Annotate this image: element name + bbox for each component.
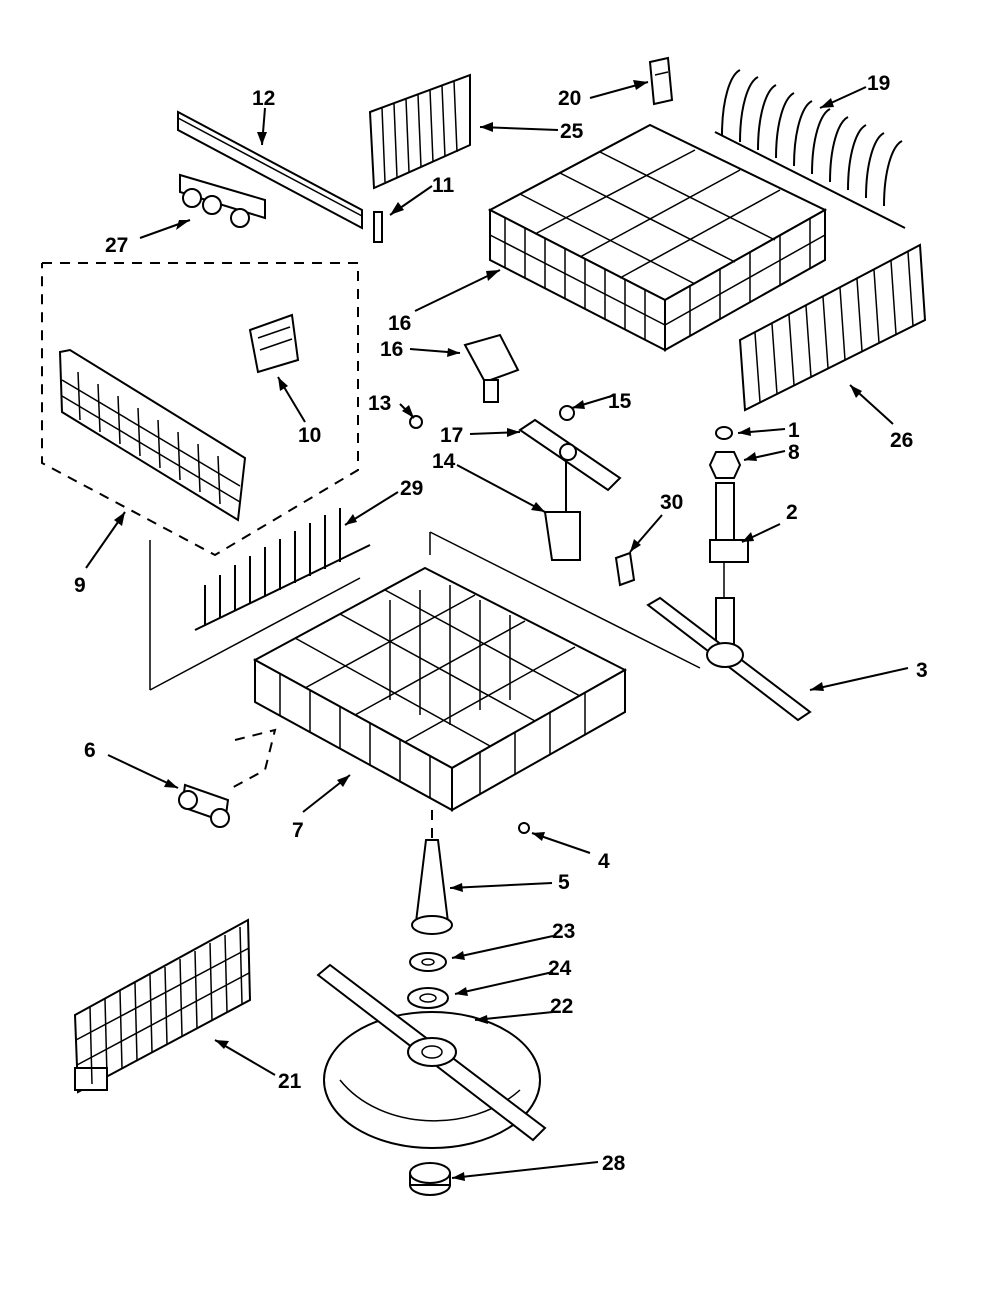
part-11-pin [373,211,383,243]
part-23-washer [409,952,447,972]
callout-13: 13 [368,392,391,415]
part-21-cutlery-basket [73,918,252,1094]
callout-29: 29 [400,477,423,500]
part-6-roller [178,728,277,828]
callout-28: 28 [602,1152,626,1175]
part-13-screw [409,415,423,429]
callout-14: 14 [432,450,456,473]
callout-20: 20 [558,87,581,110]
callout-12: 12 [252,87,275,110]
part-8-nut [708,451,742,479]
part-12-rack-bar [177,110,363,230]
callout-7: 7 [292,819,304,842]
callout-23: 23 [552,920,575,943]
callout-9: 9 [74,574,86,597]
part-29-tine-row [194,508,371,631]
part-1-washer [715,426,733,440]
callout-22: 22 [550,995,573,1018]
part-16-bracket [463,333,520,403]
part-27-roller-bracket [179,173,266,228]
part-19-tine-row [714,69,906,229]
part-2-feed-tube [709,482,749,563]
part-10-basket-lid [248,313,300,374]
part-5-lower-feed-tube [411,810,453,935]
callout-8: 8 [788,441,800,464]
callout-21: 21 [278,1070,302,1093]
callout-10: 10 [298,424,321,447]
leader-arrowheads [114,80,862,1181]
callout-15: 15 [608,390,632,413]
callout-labels: 12 27 11 25 20 19 16 16 13 10 15 17 14 1… [74,72,928,1175]
part-7-lower-rack [149,531,701,812]
part-18-upper-rack [487,123,828,352]
callout-17: 17 [440,424,463,447]
callout-2: 2 [786,501,798,524]
part-4-washer [518,822,530,834]
callout-24: 24 [548,957,572,980]
callout-18: 16 [388,312,411,335]
callout-26: 26 [890,429,913,452]
callout-11: 11 [432,174,455,197]
callout-16: 16 [380,338,403,361]
part-20-clip [648,56,674,106]
part-3-middle-spray-arm [646,562,812,722]
part-14-manifold [543,460,581,561]
callout-6: 6 [84,739,96,762]
part-9-silverware-basket-assembly [41,262,359,557]
callout-27: 27 [105,234,128,257]
callout-19: 19 [867,72,890,95]
part-15-nut [559,405,575,421]
callout-30: 30 [660,491,683,514]
part-25-tine-row [368,73,471,190]
part-28-ring [409,1162,451,1196]
callout-25: 25 [560,120,584,143]
callout-5: 5 [558,871,570,894]
part-30-clip [614,551,636,587]
part-22-lower-spray-arm [316,963,547,1149]
callout-4: 4 [598,850,610,873]
callout-3: 3 [916,659,928,682]
part-17-upper-spray-arm [518,418,622,492]
callout-1: 1 [788,419,800,442]
part-26-tine-row [738,243,927,412]
part-24-bearing [407,987,449,1009]
